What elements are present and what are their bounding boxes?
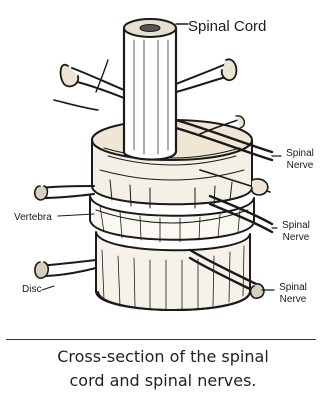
spinal-nerve-label-lower-line1: Spinal	[279, 282, 307, 293]
spinal-nerve-label-upper-line2: Nerve	[287, 160, 314, 171]
spinal-nerve-label-lower-line2: Nerve	[280, 294, 307, 305]
disc-label: Disc	[22, 284, 41, 295]
spinal-nerve-label-middle: Spinal Nerve	[277, 220, 315, 244]
lower-vertebra	[96, 232, 250, 310]
spinal-nerve-label-lower: Spinal Nerve	[274, 282, 312, 306]
caption-line-2: cord and spinal nerves.	[0, 369, 326, 393]
spinal-cord-label: Spinal Cord	[188, 18, 266, 35]
caption-line-1: Cross-section of the spinal	[0, 345, 326, 369]
figure-caption: Cross-section of the spinal cord and spi…	[0, 345, 326, 393]
spinal-nerve-label-upper: Spinal Nerve	[281, 148, 319, 172]
vertebra-leader-line	[58, 214, 94, 216]
spinal-nerve-label-middle-line1: Spinal	[282, 220, 310, 231]
caption-divider	[6, 339, 316, 340]
spinal-nerve-label-upper-line1: Spinal	[286, 148, 314, 159]
spinal-nerve-label-middle-line2: Nerve	[283, 232, 310, 243]
disc-leader-line	[42, 286, 54, 290]
vertebra-label: Vertebra	[14, 212, 52, 223]
